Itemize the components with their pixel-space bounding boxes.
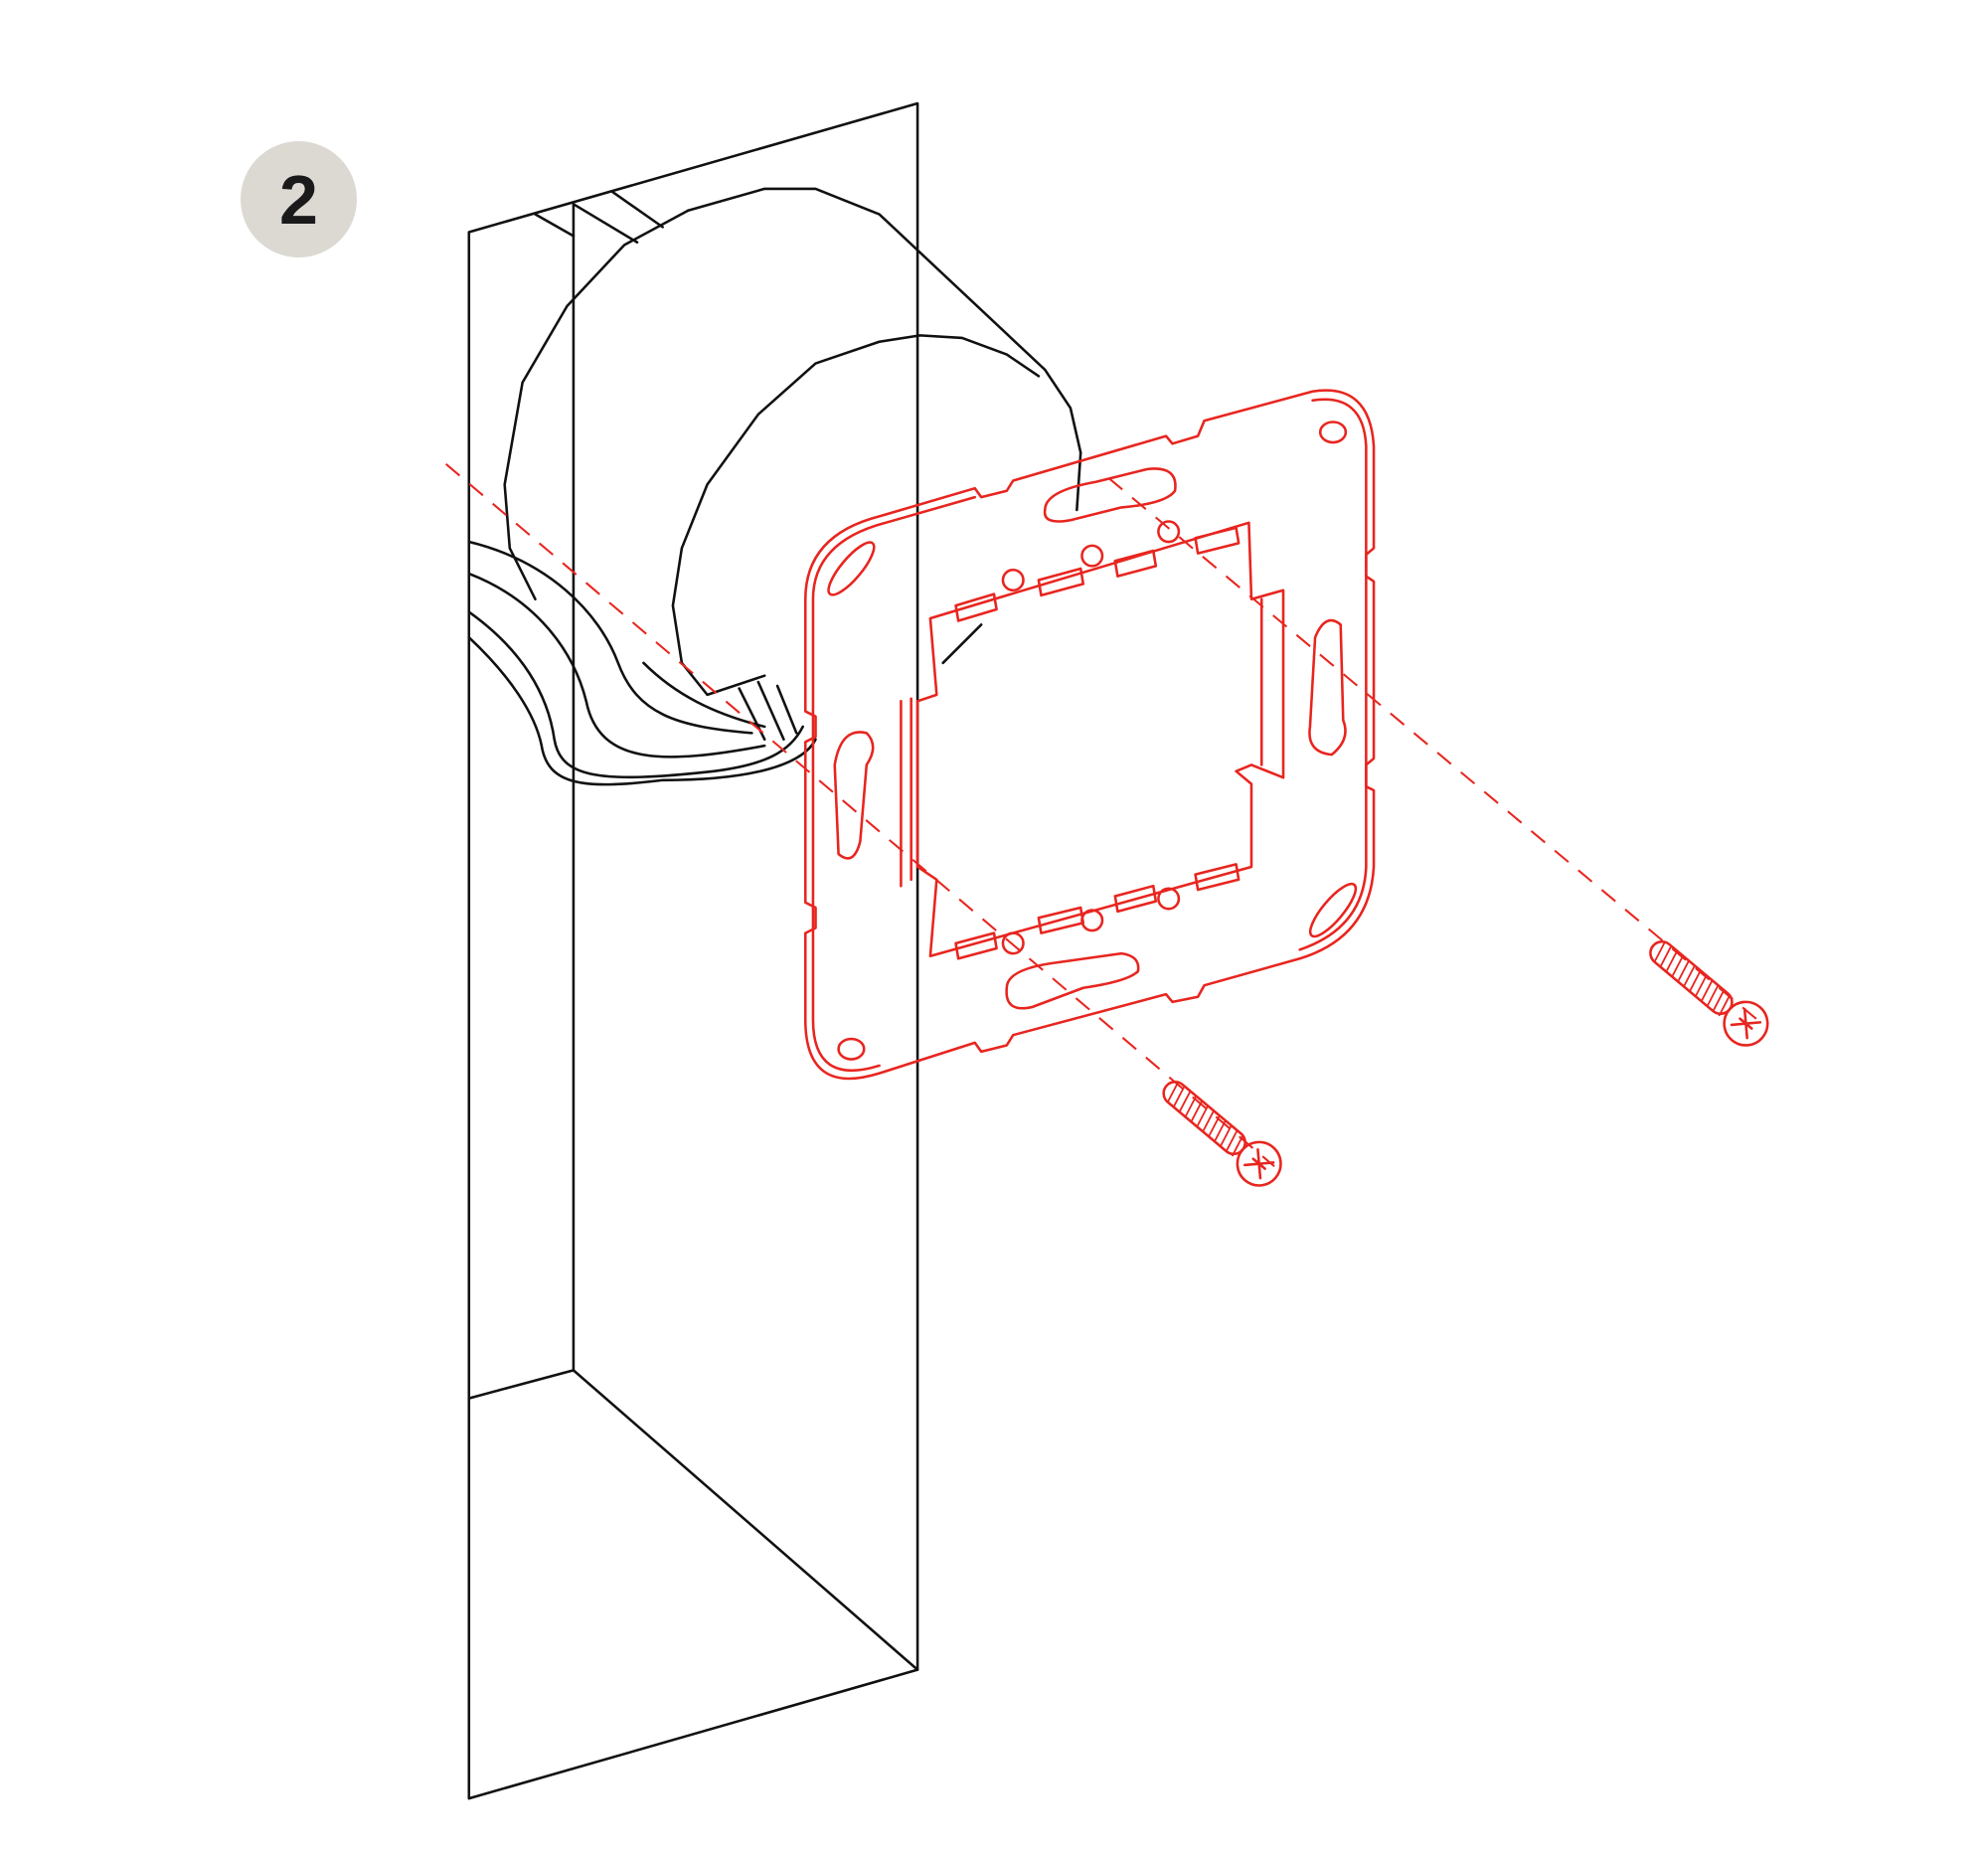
screw-thread [1178, 1091, 1192, 1112]
cables [467, 540, 817, 786]
flush-mounting-box [503, 187, 1082, 697]
wall-recess [467, 101, 919, 1800]
mounting-frame [803, 389, 1376, 1081]
screw-thread [1712, 989, 1726, 1012]
alignment-lines [445, 463, 1766, 1168]
screw-thread [1231, 1134, 1244, 1157]
screw-thread [1225, 1129, 1239, 1152]
screw-left [1162, 1080, 1282, 1187]
screw-thread [1689, 969, 1702, 992]
screw-thread [1706, 984, 1720, 1007]
screw-thread [1190, 1100, 1204, 1122]
screw-thread [1166, 1081, 1180, 1103]
screw-thread [1665, 950, 1679, 972]
screw-thread [1694, 974, 1708, 997]
screw-thread [1677, 960, 1690, 982]
screw-thread [1214, 1119, 1227, 1142]
screw-thread [1220, 1124, 1233, 1147]
screw-thread [1718, 994, 1732, 1017]
screw-thread [1184, 1096, 1198, 1117]
screw-thread [1700, 979, 1714, 1002]
step-number-badge: 2 [241, 141, 357, 257]
screw-thread [1671, 955, 1684, 977]
screw-thread [1659, 945, 1673, 967]
screw-thread [1202, 1109, 1215, 1132]
screw-thread [1653, 940, 1667, 963]
screw-thread [1208, 1114, 1221, 1137]
screw-thread [1172, 1086, 1186, 1108]
screw-thread [1196, 1104, 1209, 1127]
screw-right [1649, 939, 1769, 1047]
screw-thread [1683, 964, 1696, 987]
